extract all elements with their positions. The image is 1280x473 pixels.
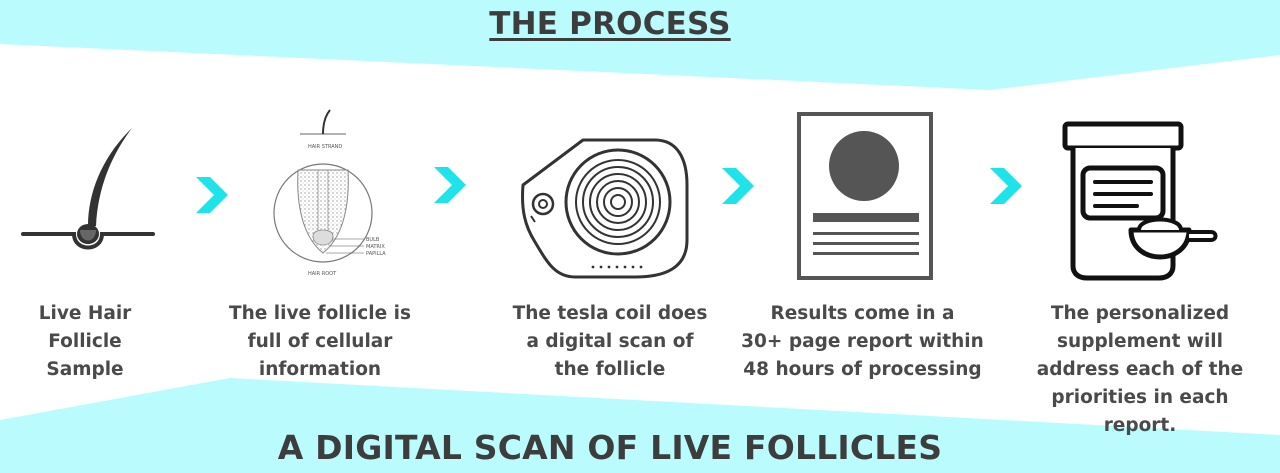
chevron-right-icon xyxy=(196,177,228,213)
report-document-icon xyxy=(797,112,933,280)
step-caption-follicle: The live follicle is full of cellular in… xyxy=(229,303,411,380)
chevron-right-icon xyxy=(434,167,466,203)
svg-text:MATRIX: MATRIX xyxy=(366,244,385,250)
tesla-coil-scanner-icon xyxy=(521,138,689,279)
chevron-right-icon xyxy=(990,168,1022,204)
svg-text:BULB: BULB xyxy=(366,237,380,243)
chevron-right-icon xyxy=(722,168,754,204)
footer-heading: A DIGITAL SCAN OF LIVE FOLLICLES xyxy=(277,428,943,467)
step-caption-supplement: The personalized supplement will address… xyxy=(1036,303,1244,436)
supplement-jar-icon xyxy=(1062,121,1218,281)
follicle-anatomy-icon: HAIR STRAND BULB MATRIX PAPILLA HAIR ROO… xyxy=(273,109,386,277)
page-title: THE PROCESS xyxy=(489,6,731,42)
label-hair-strand: HAIR STRAND xyxy=(308,144,342,150)
step-caption-tesla-coil: The tesla coil does a digital scan of th… xyxy=(512,303,708,380)
step-caption-live-hair: Live Hair Follicle Sample xyxy=(38,303,132,380)
step-caption-report: Results come in a 30+ page report within… xyxy=(741,303,984,380)
label-hair-root: HAIR ROOT xyxy=(308,271,337,277)
svg-text:PAPILLA: PAPILLA xyxy=(366,251,386,257)
hair-follicle-icon xyxy=(21,128,155,250)
